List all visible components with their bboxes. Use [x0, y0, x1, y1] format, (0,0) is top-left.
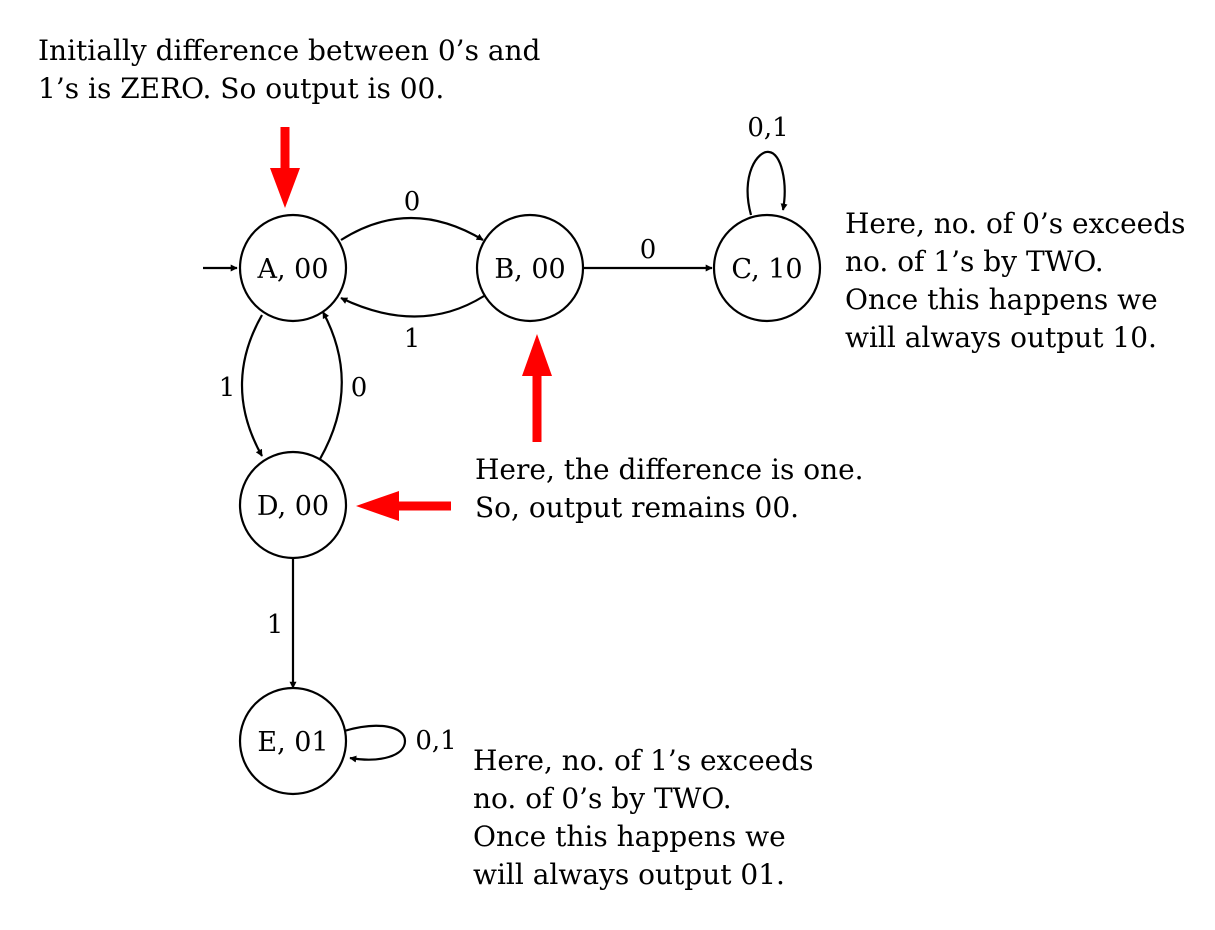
edge-label-b-to-c: 0	[640, 235, 657, 265]
edge-label-c-self-loop: 0,1	[747, 113, 788, 143]
note-initial: Initially difference between 0’s and 1’s…	[38, 34, 549, 105]
state-b-label: B, 00	[494, 254, 565, 285]
edge-e-self-loop	[343, 724, 407, 763]
state-a-label: A, 00	[256, 254, 328, 285]
red-arrow-up-to-b	[522, 334, 552, 442]
state-d-label: D, 00	[257, 491, 329, 522]
state-c: C, 10	[712, 213, 822, 323]
state-e: E, 01	[238, 686, 348, 796]
state-c-label: C, 10	[731, 254, 802, 285]
edge-c-self-loop	[746, 150, 788, 216]
state-b: B, 00	[475, 213, 585, 323]
edge-label-d-to-a: 0	[351, 373, 368, 403]
note-difference-one: Here, the difference is one. So, output …	[475, 453, 872, 524]
state-d: D, 00	[238, 450, 348, 560]
edge-label-b-to-a: 1	[404, 324, 421, 354]
red-arrow-left-to-d	[356, 491, 451, 521]
edge-d-to-a	[319, 311, 343, 460]
edge-a-to-b	[340, 217, 484, 241]
note-zeros-exceed: Here, no. of 0’s exceeds no. of 1’s by T…	[845, 207, 1194, 354]
red-arrow-down-to-a	[270, 127, 300, 208]
edge-b-to-a	[340, 295, 485, 318]
state-e-label: E, 01	[257, 727, 328, 758]
note-ones-exceed: Here, no. of 1’s exceeds no. of 0’s by T…	[473, 744, 822, 891]
edge-label-e-self-loop: 0,1	[415, 726, 456, 756]
edge-label-a-to-b: 0	[404, 187, 421, 217]
edge-a-to-d	[241, 314, 263, 457]
edge-label-d-to-e: 1	[267, 610, 284, 640]
edge-label-a-to-d: 1	[219, 373, 236, 403]
state-a: A, 00	[238, 213, 348, 323]
